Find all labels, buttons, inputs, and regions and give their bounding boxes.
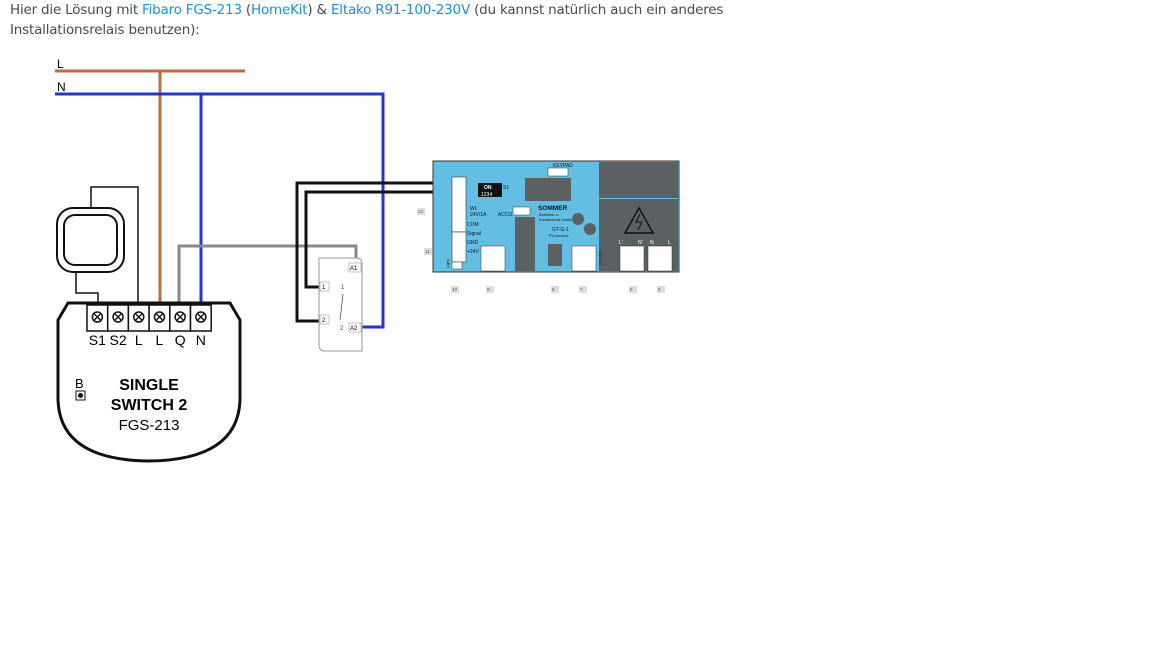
svg-text:1: 1 <box>322 285 326 291</box>
fibaro-module <box>56 301 242 463</box>
svg-text:2: 2 <box>340 326 344 332</box>
terminal-label: S2 <box>109 332 126 348</box>
wire-switch-s1 <box>75 272 99 303</box>
svg-text:24V/1A: 24V/1A <box>470 212 487 218</box>
board-number: 12 <box>418 209 424 214</box>
svg-text:WL: WL <box>470 206 478 212</box>
svg-text:~24 V AC: ~24 V AC <box>598 249 603 266</box>
svg-text:L': L' <box>619 240 623 246</box>
control-board: ON 1234 S1 KEYPAD WL 24V/1A ACCU SOMMER … <box>417 160 680 293</box>
board-number: 7 <box>580 287 583 292</box>
label-n: N <box>57 80 66 94</box>
svg-text:A1: A1 <box>350 266 358 272</box>
svg-text:Signal: Signal <box>467 231 481 237</box>
terminal-label: L <box>135 332 143 348</box>
link-fibaro[interactable]: Fibaro FGS-213 <box>142 2 242 18</box>
svg-text:N': N' <box>638 240 643 246</box>
svg-text:Light: Light <box>445 258 450 268</box>
svg-text:COM: COM <box>467 222 479 228</box>
wire-q <box>177 244 358 303</box>
terminal-label: N <box>196 332 206 348</box>
svg-text:Antriebs- u.: Antriebs- u. <box>539 212 559 217</box>
button-label: B <box>75 376 84 391</box>
svg-text:1234: 1234 <box>481 192 492 198</box>
intro-paragraph: Hier die Lösung mit Fibaro FGS-213 (Home… <box>10 2 724 38</box>
module-title-1: SINGLE <box>119 377 179 394</box>
module-title-2: SWITCH 2 <box>111 397 188 414</box>
svg-text:GND: GND <box>467 240 479 246</box>
svg-text:S1: S1 <box>503 185 509 191</box>
wire-control-2 <box>304 190 455 289</box>
board-number: 9 <box>487 287 490 292</box>
board-number: 8 <box>552 287 555 292</box>
board-number: 11 <box>425 249 430 254</box>
svg-text:SOMMER: SOMMER <box>538 205 568 212</box>
link-eltako[interactable]: Eltako R91-100-230V <box>330 2 470 18</box>
svg-text:N: N <box>650 240 654 246</box>
svg-text:L: L <box>668 240 671 246</box>
svg-text:A2: A2 <box>350 326 358 332</box>
wire-control-1 <box>295 181 455 323</box>
terminal-label: S1 <box>89 332 106 348</box>
wire-neutral <box>55 92 385 329</box>
wire-switch-l <box>90 186 139 303</box>
svg-text:2: 2 <box>322 318 326 324</box>
svg-text:PCxxxxxxx: PCxxxxxxx <box>549 233 569 238</box>
module-model: FGS-213 <box>119 417 180 434</box>
svg-text:ON: ON <box>484 185 492 191</box>
board-number: 10 <box>452 287 458 292</box>
terminal-label: L <box>156 332 164 348</box>
svg-text:GT-G-1: GT-G-1 <box>552 227 569 233</box>
terminal-label: Q <box>175 332 186 348</box>
svg-text:+24V: +24V <box>467 249 479 255</box>
board-number: 6 <box>630 287 633 292</box>
svg-text:KEYPAD: KEYPAD <box>553 163 573 169</box>
svg-text:1: 1 <box>341 285 345 291</box>
svg-text:ACCU: ACCU <box>498 212 513 218</box>
svg-text:Funktechnik GmbH: Funktechnik GmbH <box>539 217 573 222</box>
label-l: L <box>57 57 64 71</box>
board-number: 5 <box>658 287 661 292</box>
link-homekit[interactable]: HomeKit <box>251 2 308 18</box>
